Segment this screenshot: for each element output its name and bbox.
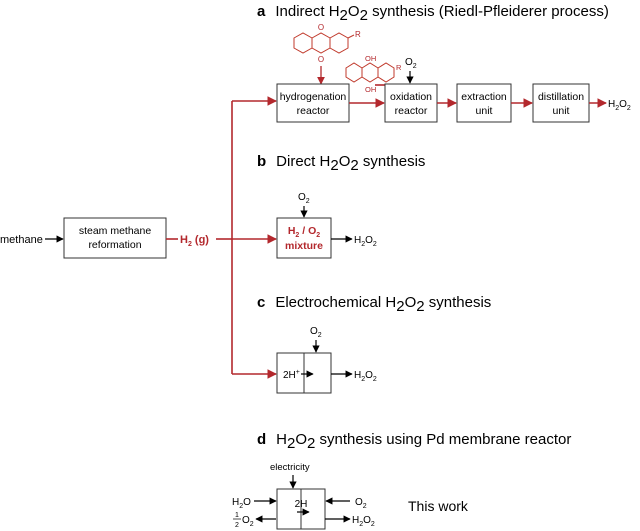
proton-label: 2H+ [283,369,300,381]
anthrahydroquinone-structure: OH OH R [345,54,402,94]
b-o2-label: O2 [298,192,310,205]
d-h2o2-product: H2O2 [352,515,375,528]
smr-line1: steam methane [79,225,152,237]
svg-text:O2: O2 [242,515,254,528]
svg-text:O: O [318,55,324,64]
smr-box [63,217,167,259]
d-h2o-input: H2O [232,497,251,510]
a-h2o2-product: H2O2 [608,99,631,112]
b-h2o2-product: H2O2 [354,235,377,248]
svg-text:OH: OH [365,54,376,63]
d-o2-input: O2 [355,497,367,510]
electricity-label: electricity [270,462,310,473]
extraction-line1: extraction [461,91,507,103]
mixture-line2: mixture [285,240,323,252]
svg-text:1: 1 [235,512,239,519]
methane-label: methane [0,234,43,246]
h2-gas-label: H2 (g) [180,234,209,248]
distillation-line1: distillation [538,91,584,103]
hydrogenation-line1: hydrogenation [280,91,347,103]
extraction-line2: unit [476,105,493,117]
d-half-o2-output: 1 2 O2 [233,512,254,529]
svg-text:OH: OH [365,85,376,94]
distillation-line2: unit [553,105,570,117]
svg-text:R: R [355,30,361,39]
anthraquinone-structure: O O R [293,23,361,64]
mixture-line1: H2 / O2 [288,225,320,239]
c-h2o2-product: H2O2 [354,370,377,383]
mixture-box [276,217,332,259]
smr-line2: reformation [88,239,141,251]
hydrogenation-line2: reactor [297,105,330,117]
this-work-label: This work [408,498,469,514]
pd-2h-label: 2H [295,499,308,510]
svg-text:O: O [318,23,324,32]
c-o2-label: O2 [310,326,322,339]
svg-text:2: 2 [235,522,239,529]
oxidation-line1: oxidation [390,91,432,103]
extraction-unit-box [456,83,512,123]
oxidation-line2: reactor [395,105,428,117]
a-o2-label: O2 [405,57,417,70]
svg-text:R: R [396,63,402,72]
